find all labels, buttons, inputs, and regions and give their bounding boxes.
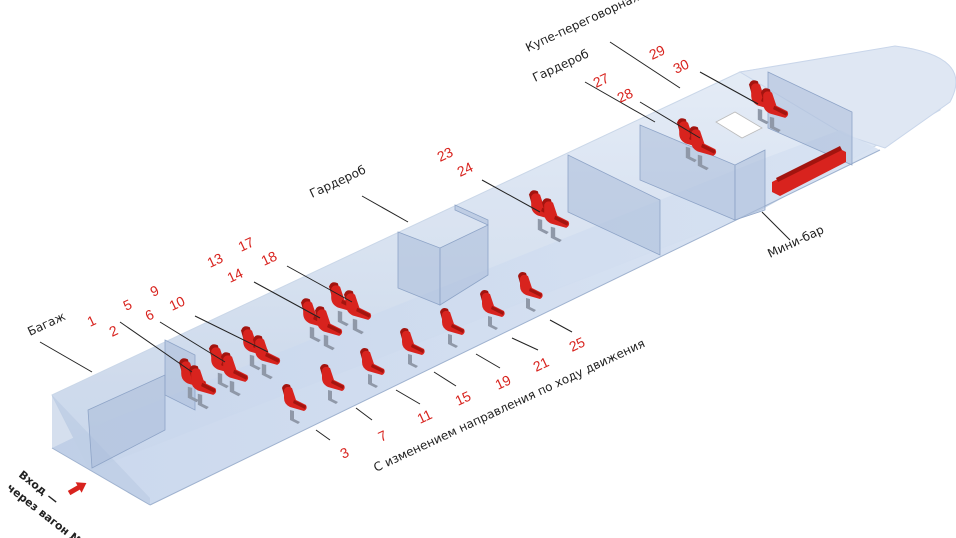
minibar-label: Мини-бар xyxy=(765,222,826,260)
seat-number-28: 28 xyxy=(615,85,636,106)
meeting-coupe-label: Купе-переговорная xyxy=(523,0,641,55)
baggage-end-wall xyxy=(164,339,196,411)
minibar-sofa-back xyxy=(776,146,842,182)
arrow-up-right-icon xyxy=(67,482,87,496)
seat-25 xyxy=(518,272,543,312)
seat-number-7: 7 xyxy=(376,427,390,445)
seat-number-2: 2 xyxy=(107,322,121,340)
seat-pair-23-24b xyxy=(542,198,570,243)
seat-number-9: 9 xyxy=(148,282,162,300)
wardrobe-rear-side xyxy=(734,149,766,221)
seat-19 xyxy=(440,308,465,348)
seat-number-18: 18 xyxy=(259,248,280,269)
seat-number-14: 14 xyxy=(225,265,246,286)
seat-number-5: 5 xyxy=(121,296,135,314)
seat-number-29: 29 xyxy=(647,42,668,63)
seat-number-6: 6 xyxy=(143,306,157,324)
partitions xyxy=(87,71,853,469)
seat-group-17-18b xyxy=(344,290,372,335)
baggage-label: Багаж xyxy=(25,309,67,339)
seat-number-1: 1 xyxy=(85,312,99,330)
coupe-partition-1 xyxy=(567,154,661,256)
seat-number-23: 23 xyxy=(435,144,456,165)
seat-number-21: 21 xyxy=(531,354,552,375)
seat-number-25: 25 xyxy=(567,334,588,355)
seat-group-13-14b xyxy=(315,306,343,351)
seat-pair-29-30b xyxy=(761,88,789,133)
seat-number-19: 19 xyxy=(493,372,514,393)
seat-pair-1-2b xyxy=(189,365,217,410)
meeting-table xyxy=(715,111,763,139)
minibar-sofa xyxy=(772,148,846,196)
seat-pair-5-6b xyxy=(221,352,249,397)
seat-21 xyxy=(480,290,505,330)
seat-number-10: 10 xyxy=(167,293,188,314)
seat-7 xyxy=(320,364,345,404)
seat-number-11: 11 xyxy=(415,406,435,427)
wardrobe-mid-label: Гардероб xyxy=(307,163,368,201)
seat-number-3: 3 xyxy=(338,444,352,462)
wardrobe-mid-side xyxy=(439,224,489,306)
seat-number-17: 17 xyxy=(236,234,257,255)
seat-number-30: 30 xyxy=(671,56,692,77)
seat-number-13: 13 xyxy=(205,250,226,271)
seat-number-24: 24 xyxy=(455,159,476,180)
baggage-partition xyxy=(87,374,166,469)
wardrobe-rear-label: Гардероб xyxy=(530,47,591,85)
seat-11 xyxy=(360,348,385,388)
seats xyxy=(179,80,846,424)
wardrobe-mid-top xyxy=(454,204,489,226)
seat-3 xyxy=(282,384,307,424)
seat-15 xyxy=(400,328,425,368)
leader-lines xyxy=(39,41,791,441)
seat-number-15: 15 xyxy=(453,388,474,409)
seat-number-27: 27 xyxy=(591,70,612,91)
